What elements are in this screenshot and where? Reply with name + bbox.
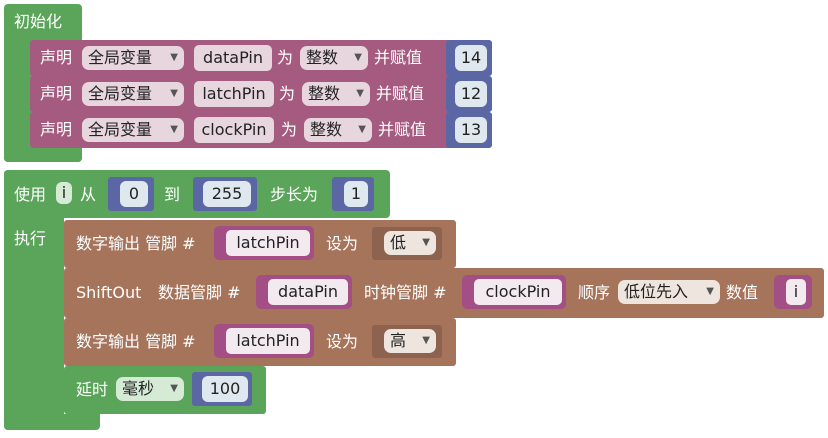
assign-label: 并赋值 (378, 120, 427, 139)
delay-label: 延时 (76, 380, 109, 399)
type-dropdown[interactable]: 整数▼ (302, 82, 370, 106)
dropdown-arrow-icon: ▼ (422, 335, 430, 346)
init-title: 初始化 (14, 12, 63, 31)
scope-dropdown[interactable]: 全局变量▼ (82, 118, 184, 142)
as-label: 为 (279, 84, 296, 103)
value-label: 数值 (726, 283, 759, 302)
declare-keyword: 声明 (40, 48, 73, 67)
data-pin-label: 数据管脚 # (158, 283, 241, 302)
delay-number-field[interactable]: 100 (202, 376, 248, 402)
step-number-field[interactable]: 1 (344, 181, 368, 207)
level-dropdown[interactable]: 高▼ (384, 329, 436, 353)
as-label: 为 (277, 48, 294, 67)
number-field[interactable]: 13 (455, 117, 487, 143)
number-field[interactable]: 12 (455, 81, 487, 107)
var-name-field[interactable]: dataPin (194, 45, 272, 71)
type-dropdown[interactable]: 整数▼ (304, 118, 372, 142)
var-name-field[interactable]: latchPin (194, 81, 274, 107)
set-label: 设为 (326, 332, 359, 351)
dropdown-arrow-icon: ▼ (170, 124, 178, 135)
from-number-field[interactable]: 0 (120, 181, 148, 207)
from-label: 从 (80, 185, 97, 204)
data-pin-var-field[interactable]: dataPin (268, 279, 348, 305)
declare-keyword: 声明 (40, 84, 73, 103)
delay-unit-dropdown[interactable]: 毫秒▼ (116, 377, 184, 401)
level-dropdown[interactable]: 低▼ (384, 231, 436, 255)
dropdown-arrow-icon: ▼ (422, 237, 430, 248)
use-label: 使用 (14, 185, 47, 204)
clock-pin-label: 时钟管脚 # (364, 283, 447, 302)
assign-label: 并赋值 (374, 48, 423, 67)
order-dropdown[interactable]: 低位先入▼ (618, 280, 720, 304)
type-dropdown[interactable]: 整数▼ (300, 46, 368, 70)
step-label: 步长为 (270, 185, 319, 204)
for-loop-bottom (4, 414, 100, 430)
scope-dropdown[interactable]: 全局变量▼ (82, 46, 184, 70)
digital-write-label: 数字输出 管脚 # (76, 332, 196, 351)
dropdown-arrow-icon: ▼ (358, 124, 366, 135)
set-label: 设为 (326, 234, 359, 253)
dropdown-arrow-icon: ▼ (706, 286, 714, 297)
pin-var-field[interactable]: latchPin (226, 230, 310, 256)
init-block-bottom (4, 148, 82, 162)
value-var-field[interactable]: i (786, 279, 806, 305)
clock-pin-var-field[interactable]: clockPin (474, 279, 562, 305)
dropdown-arrow-icon: ▼ (170, 88, 178, 99)
number-field[interactable]: 14 (455, 45, 487, 71)
dropdown-arrow-icon: ▼ (356, 88, 364, 99)
dropdown-arrow-icon: ▼ (170, 52, 178, 63)
for-loop-side (4, 170, 64, 430)
as-label: 为 (281, 120, 298, 139)
loop-var-field[interactable]: i (56, 182, 72, 204)
pin-var-field[interactable]: latchPin (226, 328, 310, 354)
digital-write-label: 数字输出 管脚 # (76, 234, 196, 253)
assign-label: 并赋值 (376, 84, 425, 103)
declare-keyword: 声明 (40, 120, 73, 139)
to-label: 到 (164, 185, 181, 204)
dropdown-arrow-icon: ▼ (170, 383, 178, 394)
to-number-field[interactable]: 255 (203, 181, 251, 207)
do-label: 执行 (14, 229, 47, 248)
var-name-field[interactable]: clockPin (194, 117, 274, 143)
shiftout-label: ShiftOut (76, 283, 142, 302)
dropdown-arrow-icon: ▼ (354, 52, 362, 63)
scope-dropdown[interactable]: 全局变量▼ (82, 82, 184, 106)
order-label: 顺序 (578, 283, 611, 302)
